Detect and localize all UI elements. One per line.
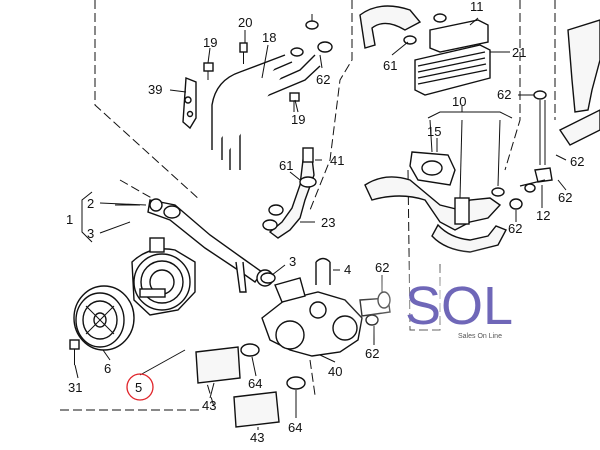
part-labels: 20 19 18 39 62 19 61 11 21 62 10 15 61 4… [66, 0, 584, 445]
part-label-23: 23 [321, 215, 335, 230]
watermark-logo-text: SOL [405, 276, 513, 336]
part-label-19: 19 [291, 112, 305, 127]
part-label-62: 62 [508, 221, 522, 236]
hose-assembly-10 [364, 167, 553, 253]
housing-15 [409, 151, 456, 186]
part-label-40: 40 [328, 364, 342, 379]
part-label-10: 10 [452, 94, 466, 109]
part-label-11: 11 [470, 0, 484, 14]
part-label-62: 62 [570, 154, 584, 169]
part-label-3: 3 [289, 254, 296, 269]
part-label-62: 62 [497, 87, 511, 102]
clamps-center [240, 219, 306, 390]
hose-upper-left [359, 5, 447, 49]
leader-lines [74, 14, 567, 430]
part-label-2: 2 [87, 196, 94, 211]
part-label-31: 31 [68, 380, 82, 395]
part-label-62: 62 [316, 72, 330, 87]
coolant-pipe [147, 198, 274, 293]
bolt-19-upper [203, 62, 214, 80]
part-label-18: 18 [262, 30, 276, 45]
clamps-upper [290, 20, 333, 57]
oil-cooler-21 [414, 19, 491, 96]
part-label-12: 12 [536, 208, 550, 223]
hose-upper-right [533, 19, 600, 165]
bolt-31 [69, 339, 80, 365]
part-label-19: 19 [203, 35, 217, 50]
part-label-64: 64 [288, 420, 302, 435]
part-label-3: 3 [87, 226, 94, 241]
part-label-61: 61 [383, 58, 397, 73]
hoses-43 [195, 346, 280, 428]
part-label-5: 5 [135, 380, 142, 395]
part-label-1: 1 [66, 212, 73, 227]
bolt-20 [239, 42, 248, 64]
part-label-41: 41 [330, 153, 344, 168]
part-label-62: 62 [558, 190, 572, 205]
part-label-43: 43 [202, 398, 216, 413]
clip-4 [315, 257, 331, 285]
pulley-6 [73, 285, 135, 351]
part-label-62: 62 [365, 346, 379, 361]
oil-line-assembly [182, 54, 321, 170]
bolt-19-lower [289, 92, 300, 112]
part-label-20: 20 [238, 15, 252, 30]
part-label-21: 21 [512, 45, 526, 60]
water-pump-hub-5 [131, 237, 196, 316]
bracket-lines-10 [427, 106, 513, 199]
part-label-43: 43 [250, 430, 264, 445]
part-label-15: 15 [427, 124, 441, 139]
part-label-39: 39 [148, 82, 162, 97]
part-label-62: 62 [375, 260, 389, 275]
hose-23 [268, 147, 317, 239]
part-label-4: 4 [344, 262, 351, 277]
sol-watermark: SOL Sales On Line [335, 245, 600, 355]
part-label-61: 61 [279, 158, 293, 173]
part-label-6: 6 [104, 361, 111, 376]
highlight-circle [126, 373, 154, 401]
part-label-64: 64 [248, 376, 262, 391]
bracket-1 [81, 191, 93, 243]
watermark-tagline: Sales On Line [458, 333, 502, 340]
